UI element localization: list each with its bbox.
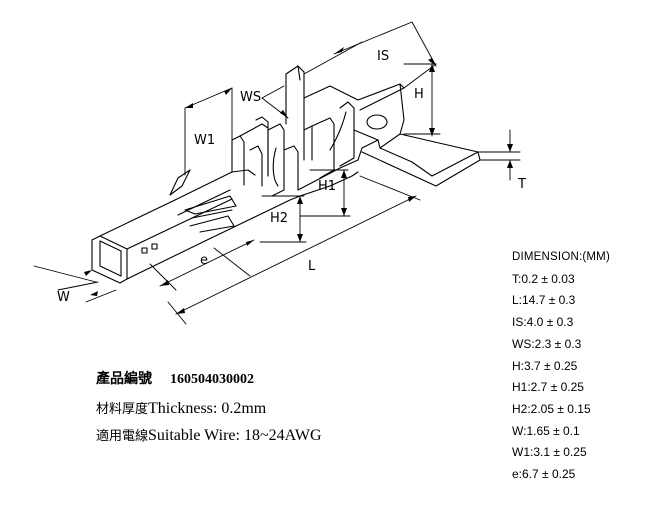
dimension-row-h: H:3.7 ± 0.25 [512,358,578,373]
label-t: T [517,177,526,192]
dimension-row-ws: WS:2.3 ± 0.3 [512,336,582,351]
dimension-row-t: T:0.2 ± 0.03 [512,271,575,286]
dimension-row-w1: W1:3.1 ± 0.25 [512,445,587,460]
wire-line: 適用電線Suitable Wire: 18~24AWG [96,425,322,445]
arrowheads [84,47,513,314]
label-ws: WS [240,90,261,105]
label-h1: H1 [318,179,336,194]
dimension-table: DIMENSION:(MM) T:0.2 ± 0.03 L:14.7 ± 0.3… [512,247,622,486]
thickness-label-zh: 材料厚度 [96,401,149,416]
thickness-line: 材料厚度Thickness: 0.2mm [96,398,322,418]
dimension-row-h1: H1:2.7 ± 0.25 [512,380,584,395]
thickness-value: Thickness: 0.2mm [148,400,267,417]
label-l: L [308,259,316,274]
dimension-row-is: IS:4.0 ± 0.3 [512,315,574,330]
dimension-row-e: e:6.7 ± 0.25 [512,467,576,482]
dimension-table-title: DIMENSION:(MM) [512,251,610,263]
wire-value: Suitable Wire: 18~24AWG [148,427,322,444]
label-is: IS [377,49,389,64]
label-w1: W1 [194,133,215,148]
label-w: W [57,290,70,305]
label-h: H [414,87,424,102]
label-h2: H2 [270,211,288,226]
product-info: 產品編號 160504030002 材料厚度Thickness: 0.2mm 適用… [96,368,322,452]
wire-label-zh: 適用電線 [96,428,149,443]
dimension-lines [33,21,521,325]
dimension-labels: IS H WS W1 H1 H2 T e L W [57,49,526,305]
dimension-row-l: L:14.7 ± 0.3 [512,293,576,308]
part-number-label: 產品編號 [96,372,152,387]
terminal-outline [91,65,481,284]
part-number-value: 160504030002 [170,372,254,387]
dimension-row-w: W:1.65 ± 0.1 [512,423,580,438]
dimension-row-h2: H2:2.05 ± 0.15 [512,401,591,416]
part-number-line: 產品編號 160504030002 [96,368,322,388]
label-e: e [200,253,208,268]
